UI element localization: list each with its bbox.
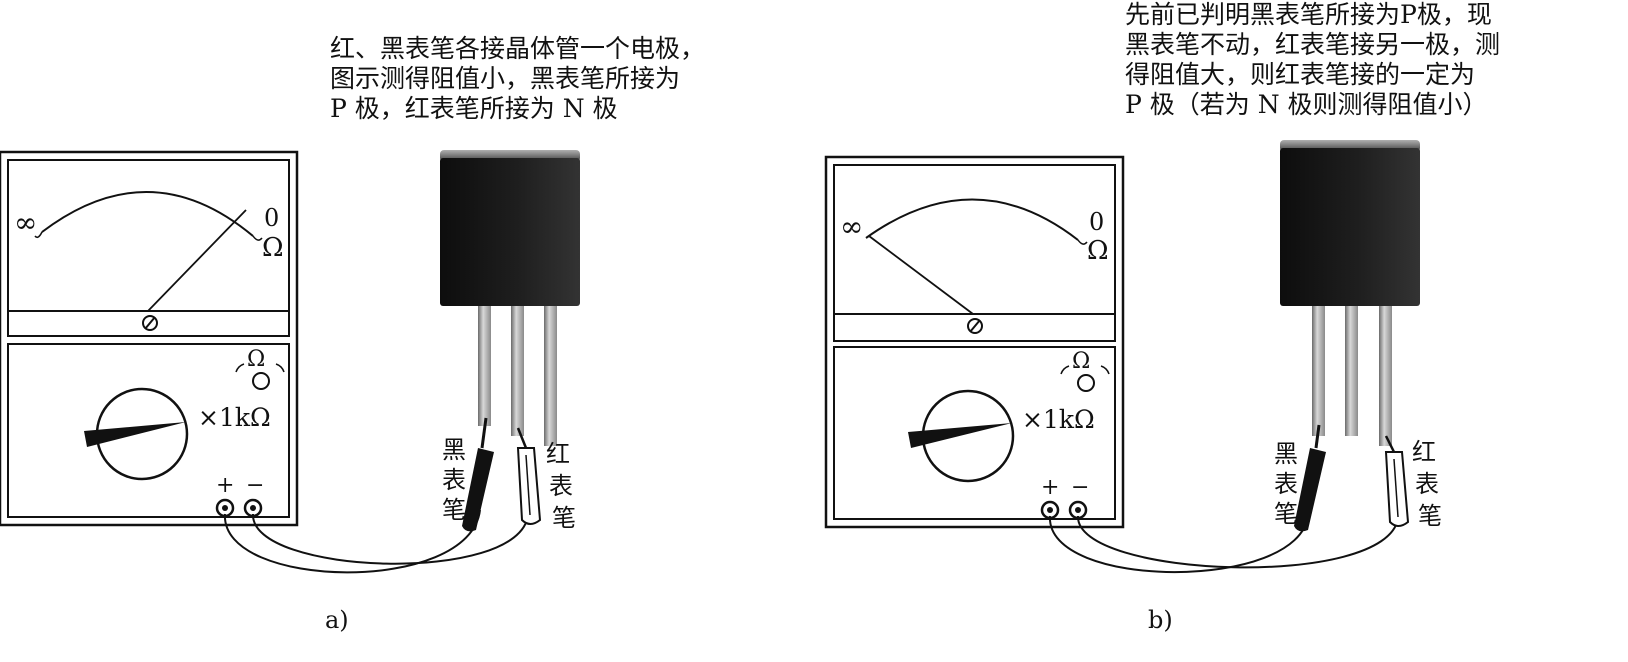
red-probe-char-3: 笔 bbox=[552, 504, 576, 532]
minus-terminal-label: − bbox=[1071, 475, 1089, 500]
transistor-pin-left bbox=[478, 306, 491, 426]
transistor-pin-right bbox=[544, 306, 557, 446]
range-selector-pointer bbox=[84, 422, 186, 447]
lead-wire-plus bbox=[1048, 514, 1309, 574]
transistor-pin-middle bbox=[511, 306, 524, 436]
meter-needle bbox=[147, 209, 247, 312]
scale-ohm-label: Ω bbox=[1087, 236, 1109, 266]
red-probe-char-2: 表 bbox=[1415, 470, 1439, 498]
red-probe[interactable] bbox=[516, 427, 542, 525]
note-line: 红、黑表笔各接晶体管一个电极， bbox=[330, 34, 706, 63]
mode-indicator-circle bbox=[252, 372, 270, 390]
multimeter-b: ∞ 0 Ω Ω ×1kΩ + − bbox=[824, 155, 1125, 529]
black-probe[interactable] bbox=[1294, 424, 1326, 532]
black-probe-char-1: 黑 bbox=[442, 436, 466, 464]
black-probe-label: 黑 表 笔 bbox=[1274, 440, 1298, 528]
range-label: ×1kΩ bbox=[198, 403, 271, 432]
meter-dial-window bbox=[7, 159, 290, 337]
ohm-mode-symbol: Ω bbox=[247, 347, 265, 372]
multimeter-a: ∞ 0 Ω Ω ×1kΩ + bbox=[0, 150, 299, 527]
meter-scale-arc bbox=[865, 198, 1079, 241]
transistor-a bbox=[440, 150, 580, 446]
minus-jack[interactable] bbox=[1068, 500, 1088, 520]
black-probe[interactable] bbox=[462, 417, 494, 532]
red-probe[interactable] bbox=[1384, 435, 1410, 527]
mode-arrow-right-icon bbox=[1100, 365, 1110, 375]
black-probe-char-2: 表 bbox=[1274, 470, 1298, 498]
plus-jack[interactable] bbox=[215, 498, 235, 518]
zero-adjust-screw[interactable] bbox=[142, 315, 158, 331]
transistor-body bbox=[440, 158, 580, 306]
note-line: P 极（若为 N 极则测得阻值小） bbox=[1125, 90, 1488, 119]
scale-end-left bbox=[34, 231, 43, 239]
transistor-body bbox=[1280, 148, 1420, 306]
panel-a-note: 红、黑表笔各接晶体管一个电极， 图示测得阻值小，黑表笔所接为 P 极，红表笔所接… bbox=[330, 34, 705, 124]
panel-a-caption: a) bbox=[325, 606, 349, 634]
range-label: ×1kΩ bbox=[1022, 405, 1095, 434]
range-selector-pointer bbox=[908, 423, 1012, 448]
mode-arrow-left-icon bbox=[1060, 365, 1070, 375]
note-line: 图示测得阻值小，黑表笔所接为 bbox=[330, 64, 681, 93]
meter-needle bbox=[868, 235, 974, 315]
black-probe-char-3: 笔 bbox=[442, 496, 466, 524]
lead-wire-minus bbox=[251, 513, 529, 565]
mode-arrow-left-icon bbox=[235, 363, 245, 373]
transistor-pin-left bbox=[1312, 306, 1325, 436]
scale-infinity-label: ∞ bbox=[14, 206, 37, 239]
panel-b: ∞ 0 Ω Ω ×1kΩ + − bbox=[824, 140, 1442, 634]
plus-jack[interactable] bbox=[1040, 500, 1060, 520]
minus-jack[interactable] bbox=[243, 498, 263, 518]
panel-a: ∞ 0 Ω Ω ×1kΩ + bbox=[0, 150, 580, 634]
panel-b-caption: b) bbox=[1148, 606, 1173, 634]
scale-zero-label: 0 bbox=[1089, 208, 1104, 236]
red-probe-label: 红 表 笔 bbox=[1412, 438, 1442, 530]
transistor-pin-right bbox=[1379, 306, 1392, 446]
red-probe-char-2: 表 bbox=[549, 472, 573, 500]
scale-infinity-label: ∞ bbox=[840, 210, 863, 243]
note-line: 得阻值大，则红表笔接的一定为 bbox=[1125, 60, 1476, 89]
minus-terminal-label: − bbox=[246, 473, 264, 498]
ohm-mode-symbol: Ω bbox=[1072, 349, 1090, 374]
mode-indicator-circle bbox=[1077, 374, 1095, 392]
lead-wire-plus bbox=[223, 509, 481, 574]
red-probe-label: 红 表 笔 bbox=[546, 440, 576, 532]
black-probe-char-2: 表 bbox=[442, 466, 466, 494]
red-probe-char-1: 红 bbox=[546, 440, 570, 468]
meter-scale-arc bbox=[41, 191, 254, 237]
plus-terminal-label: + bbox=[216, 473, 234, 498]
note-line: 黑表笔不动，红表笔接另一极，测 bbox=[1125, 30, 1501, 59]
zero-adjust-screw[interactable] bbox=[967, 318, 983, 334]
note-line: 先前已判明黑表笔所接为P极，现 bbox=[1125, 0, 1492, 29]
panel-b-note: 先前已判明黑表笔所接为P极，现 黑表笔不动，红表笔接另一极，测 得阻值大，则红表… bbox=[1125, 0, 1500, 120]
black-probe-char-1: 黑 bbox=[1274, 440, 1298, 468]
lead-wire-minus bbox=[1076, 515, 1399, 569]
black-probe-char-3: 笔 bbox=[1274, 500, 1298, 528]
transistor-b bbox=[1280, 140, 1420, 446]
scale-zero-label: 0 bbox=[264, 204, 279, 232]
scale-end-right bbox=[1077, 239, 1088, 245]
mode-arrow-right-icon bbox=[275, 363, 285, 373]
note-line: P 极，红表笔所接为 N 极 bbox=[330, 94, 618, 123]
black-probe-label: 黑 表 笔 bbox=[442, 436, 466, 524]
plus-terminal-label: + bbox=[1041, 475, 1059, 500]
scale-end-right bbox=[252, 235, 263, 241]
transistor-pin-middle bbox=[1345, 306, 1358, 436]
red-probe-char-3: 笔 bbox=[1418, 502, 1442, 530]
meter-dial-window bbox=[833, 164, 1116, 342]
red-probe-char-1: 红 bbox=[1412, 438, 1436, 466]
scale-ohm-label: Ω bbox=[262, 233, 284, 263]
